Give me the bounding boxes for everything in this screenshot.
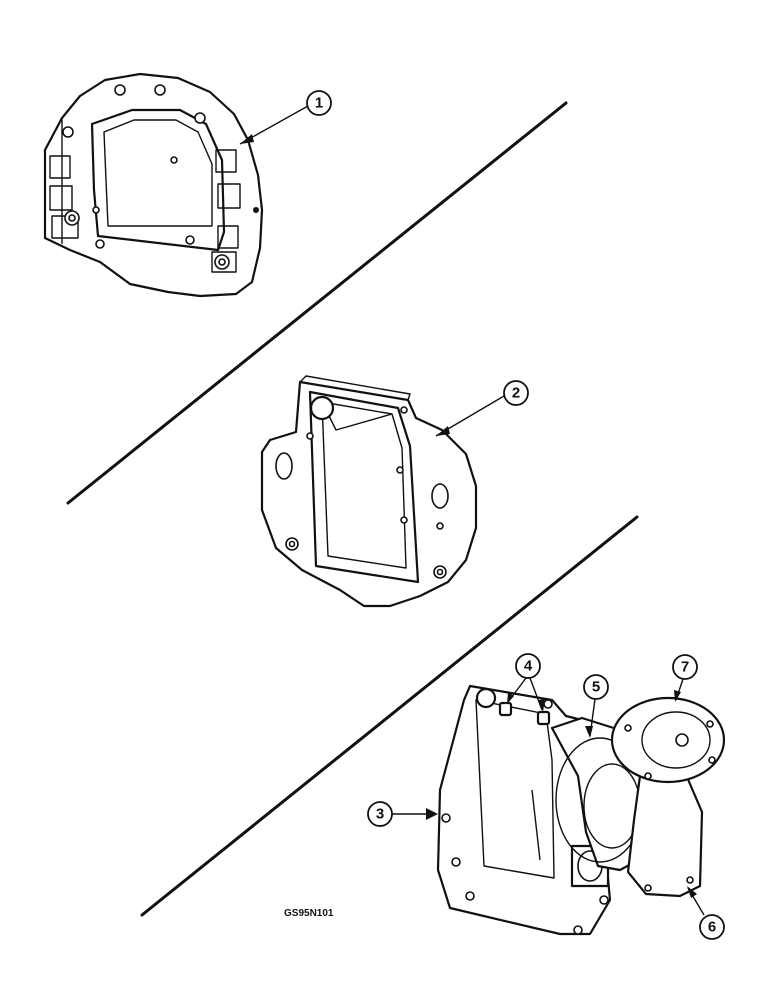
callout-1: 1 [239, 90, 332, 145]
part-4-dowel-pins [498, 701, 551, 726]
callout-1-label: 1 [315, 95, 323, 112]
callout-7: 7 [672, 654, 698, 702]
callout-5-label: 5 [592, 679, 600, 696]
figure-reference: GS95N101 [284, 908, 334, 919]
separator-line-upper [66, 101, 568, 505]
part-2-adapter-plate [260, 375, 478, 608]
part-7-flex-plate [610, 696, 726, 784]
callout-2-label: 2 [512, 385, 520, 402]
callout-4-label: 4 [524, 658, 533, 675]
part-1-engine-rear-plate [43, 72, 264, 298]
callout-2: 2 [435, 380, 529, 437]
callout-6-label: 6 [708, 919, 716, 936]
callout-6: 6 [687, 886, 725, 940]
callout-3-label: 3 [376, 806, 384, 823]
callout-3: 3 [367, 801, 438, 827]
callout-5: 5 [583, 674, 609, 738]
callout-7-label: 7 [681, 659, 689, 676]
callout-4: 4 [507, 653, 545, 712]
part-6-rear-flange [626, 768, 704, 898]
separator-line-lower [140, 515, 639, 917]
